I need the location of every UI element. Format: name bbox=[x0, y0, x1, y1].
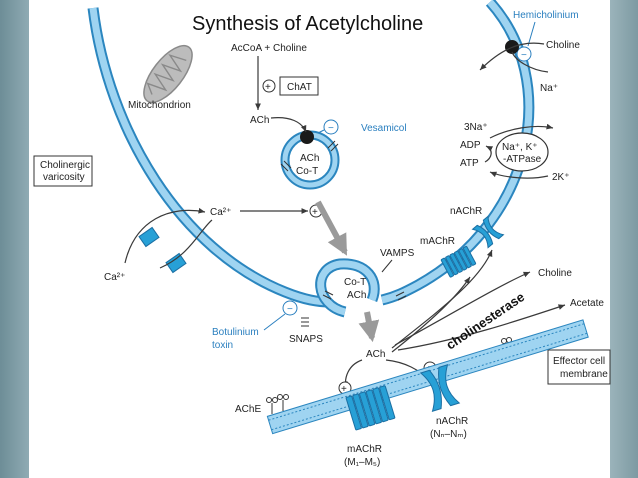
chat-plus-icon bbox=[262, 79, 276, 93]
presynaptic-machr-label: mAChR bbox=[420, 236, 455, 247]
vesamicol-label: Vesamicol bbox=[361, 123, 407, 134]
fusing-vesicle-cot-label: Co-T bbox=[344, 277, 366, 288]
botulinum-minus-icon bbox=[282, 300, 298, 316]
postsynaptic-machr-icon bbox=[345, 385, 396, 431]
two-k-label: 2K⁺ bbox=[552, 172, 570, 183]
calcium-influx-arrow-1 bbox=[124, 207, 206, 264]
calcium-influx-arrow-2 bbox=[159, 219, 213, 269]
postsynaptic-machr-label: mAChR bbox=[347, 444, 382, 455]
vesicle-transport-arrow bbox=[315, 200, 348, 256]
accoa-choline-label: AcCoA + Choline bbox=[231, 43, 307, 54]
svg-text:+: + bbox=[265, 82, 271, 93]
mitochondrion-icon bbox=[143, 44, 193, 104]
effector-label-line1: Effector cell bbox=[553, 356, 605, 367]
choline-extracellular-label: Choline bbox=[546, 40, 580, 51]
mitochondrion-label: Mitochondrion bbox=[128, 100, 191, 111]
svg-text:−: − bbox=[287, 304, 293, 315]
postsynaptic-ache-icon bbox=[266, 394, 289, 414]
botulinum-label-line1: Botulinium bbox=[212, 327, 259, 338]
cholinergic-varicosity-box bbox=[33, 155, 93, 187]
pump-label-line2: -ATPase bbox=[503, 154, 542, 165]
choline-uptake-arrow bbox=[479, 42, 545, 71]
postsynaptic-nachr-subtype: (Nₙ–Nₘ) bbox=[430, 429, 467, 440]
hemicholinium-minus-icon bbox=[516, 46, 532, 62]
choline-reuptake-arrow bbox=[394, 271, 531, 346]
ach-to-vesicle-arrow bbox=[270, 117, 307, 133]
calcium-intracellular-label: Ca²⁺ bbox=[210, 207, 231, 218]
vesamicol-transporter-dot-icon bbox=[300, 130, 314, 144]
postsynaptic-machr-subtype: (M₁–M₅) bbox=[344, 457, 380, 468]
effector-cell-box bbox=[547, 349, 611, 385]
acetate-arrow bbox=[397, 304, 566, 351]
ach-cleft-label: ACh bbox=[366, 349, 385, 360]
presynaptic-nachr-label: nAChR bbox=[450, 206, 482, 217]
ache-label: AChE bbox=[235, 404, 261, 415]
slide bbox=[29, 0, 610, 478]
svg-text:+: + bbox=[341, 384, 347, 395]
page-title: Synthesis of Acetylcholine bbox=[192, 13, 423, 35]
three-na-label: 3Na⁺ bbox=[464, 122, 488, 133]
vamps-label: VAMPS bbox=[380, 248, 415, 259]
vesicle-cot-label: Co-T bbox=[296, 166, 318, 177]
ach-to-nachr-arrow bbox=[391, 249, 493, 349]
exocytosis-arrow bbox=[358, 311, 380, 343]
acetate-label: Acetate bbox=[570, 298, 604, 309]
atp-label: ATP bbox=[460, 158, 479, 169]
synaptic-vesicle: ACh Co-T bbox=[280, 130, 340, 190]
adp-label: ADP bbox=[460, 140, 481, 151]
svg-text:−: − bbox=[328, 123, 334, 134]
sodium-efflux-arrow bbox=[489, 123, 554, 139]
vesamicol-minus-icon bbox=[323, 119, 339, 135]
sodium-cotransport-arrow bbox=[511, 51, 549, 73]
calcium-extracellular-label: Ca²⁺ bbox=[104, 272, 125, 283]
svg-text:+: + bbox=[312, 207, 318, 218]
cholinergic-label-line2: varicosity bbox=[43, 172, 85, 183]
snaps-label: SNAPS bbox=[289, 334, 323, 345]
choline-cleft-label: Choline bbox=[538, 268, 572, 279]
calcium-channel-2-icon bbox=[165, 252, 187, 274]
sodium-label: Na⁺ bbox=[540, 83, 558, 94]
atp-hydrolysis-arrow bbox=[484, 145, 494, 163]
postsynaptic-nachr-icon bbox=[419, 364, 461, 412]
effector-label-line2: membrane bbox=[560, 369, 608, 380]
cholinergic-label-line1: Cholinergic bbox=[40, 160, 90, 171]
presynaptic-nachr-icon bbox=[471, 215, 505, 249]
ach-to-machr-arrow bbox=[391, 276, 471, 353]
presynaptic-machr-icon bbox=[440, 245, 477, 278]
fusing-vesicle-ach-label: ACh bbox=[347, 290, 366, 301]
calcium-channel-1-icon bbox=[138, 226, 160, 248]
svg-text:−: − bbox=[521, 50, 527, 61]
ach-cytoplasm-label: ACh bbox=[250, 115, 269, 126]
pump-label-line1: Na⁺, K⁺ bbox=[502, 142, 538, 153]
botulinum-label-line2: toxin bbox=[212, 340, 233, 351]
postsynaptic-nachr-label: nAChR bbox=[436, 416, 468, 427]
hemicholinium-label: Hemicholinium bbox=[513, 10, 579, 21]
fusing-vesicle: Co-T ACh bbox=[315, 258, 407, 318]
chat-label: ChAT bbox=[287, 82, 312, 93]
potassium-influx-arrow bbox=[489, 171, 549, 179]
vesicle-ach-label: ACh bbox=[300, 153, 319, 164]
na-k-atpase-pump bbox=[495, 132, 549, 172]
chat-box bbox=[279, 76, 319, 96]
